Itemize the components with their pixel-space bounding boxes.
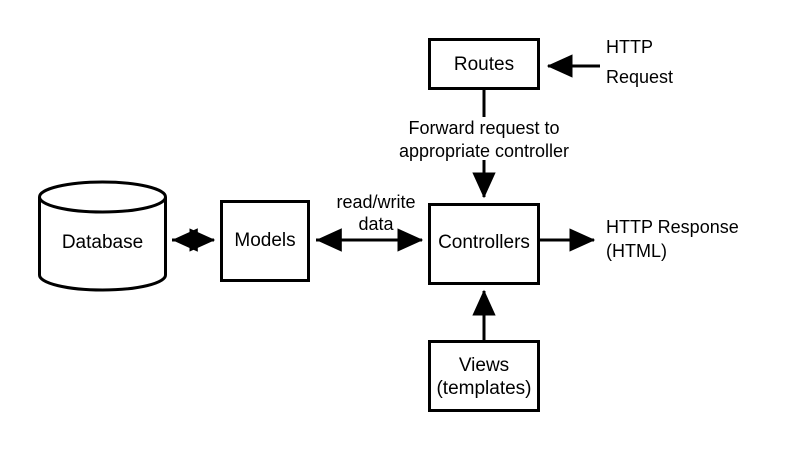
node-views-label-line2: (templates) [436, 378, 531, 399]
label-http-request-line2: Request [606, 67, 673, 87]
label-read-write-line1: read/write [336, 192, 415, 212]
node-controllers-label: Controllers [438, 232, 530, 253]
node-models-label: Models [234, 230, 295, 251]
node-views-label-line1: Views [459, 355, 509, 376]
node-controllers[interactable] [428, 203, 540, 285]
node-database-label: Database [62, 232, 143, 253]
label-http-request-line1: HTTP [606, 37, 653, 57]
database-cylinder-body [38, 197, 167, 292]
label-http-response-line2: (HTML) [606, 241, 667, 261]
label-forward-request-line1: Forward request to [408, 118, 559, 138]
node-database[interactable]: Database [38, 180, 167, 292]
node-routes[interactable] [428, 38, 540, 90]
node-routes-label: Routes [454, 54, 514, 75]
label-read-write-line2: data [358, 214, 394, 234]
database-cylinder-top [38, 180, 167, 214]
label-forward-request-line2: appropriate controller [399, 141, 569, 161]
label-http-response-line1: HTTP Response [606, 217, 739, 237]
node-views[interactable] [428, 340, 540, 412]
node-models[interactable] [220, 200, 310, 282]
